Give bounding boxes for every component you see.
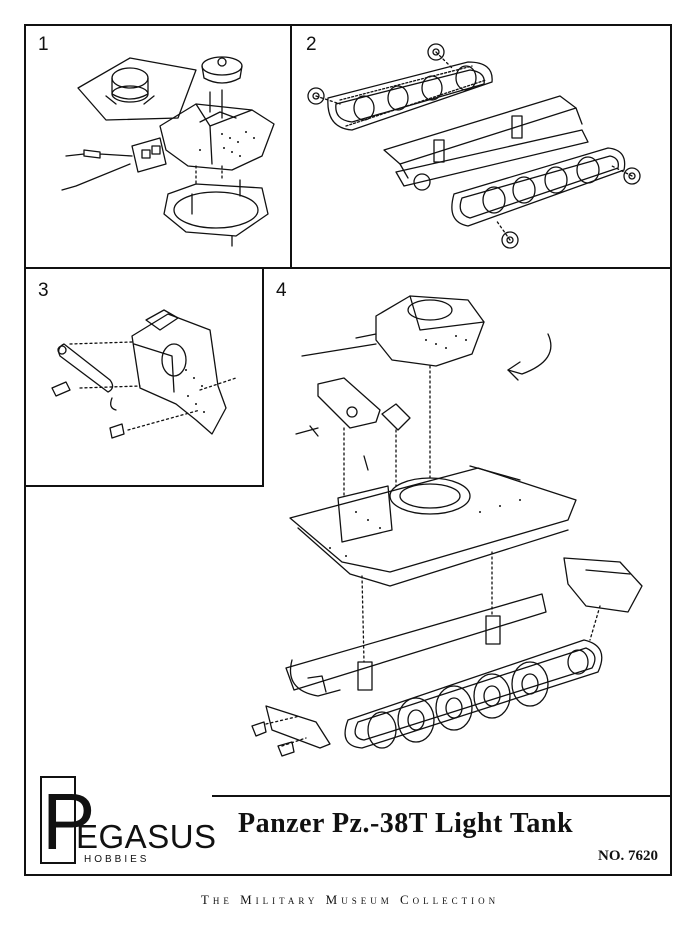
divider-step3-step4 <box>262 267 264 487</box>
step3-rear-plate-drawing <box>51 309 237 439</box>
product-title: Panzer Pz.-38T Light Tank <box>238 808 574 839</box>
step4-final-assembly-drawing <box>251 295 643 757</box>
collection-name: The Military Museum Collection <box>200 892 500 907</box>
logo-wordmark: EGASUS <box>76 818 217 855</box>
product-number: NO. 7620 <box>598 848 658 864</box>
step-number-1: 1 <box>38 34 49 55</box>
pegasus-hobbies-logo: P EGASUS HOBBIES <box>40 776 216 868</box>
step-number-2: 2 <box>306 34 317 55</box>
divider-step1-step2 <box>290 24 292 269</box>
instruction-sheet-frame <box>24 24 672 876</box>
step1-turret-drawing <box>61 56 275 247</box>
logo-initial: P <box>40 776 96 866</box>
step2-tracks-drawing <box>307 43 641 249</box>
divider-footer <box>212 795 672 797</box>
step-number-4: 4 <box>276 280 287 301</box>
step-number-3: 3 <box>38 280 49 301</box>
divider-step3-bottom <box>24 485 264 487</box>
divider-top-row <box>24 267 672 269</box>
logo-subline: HOBBIES <box>84 854 150 865</box>
